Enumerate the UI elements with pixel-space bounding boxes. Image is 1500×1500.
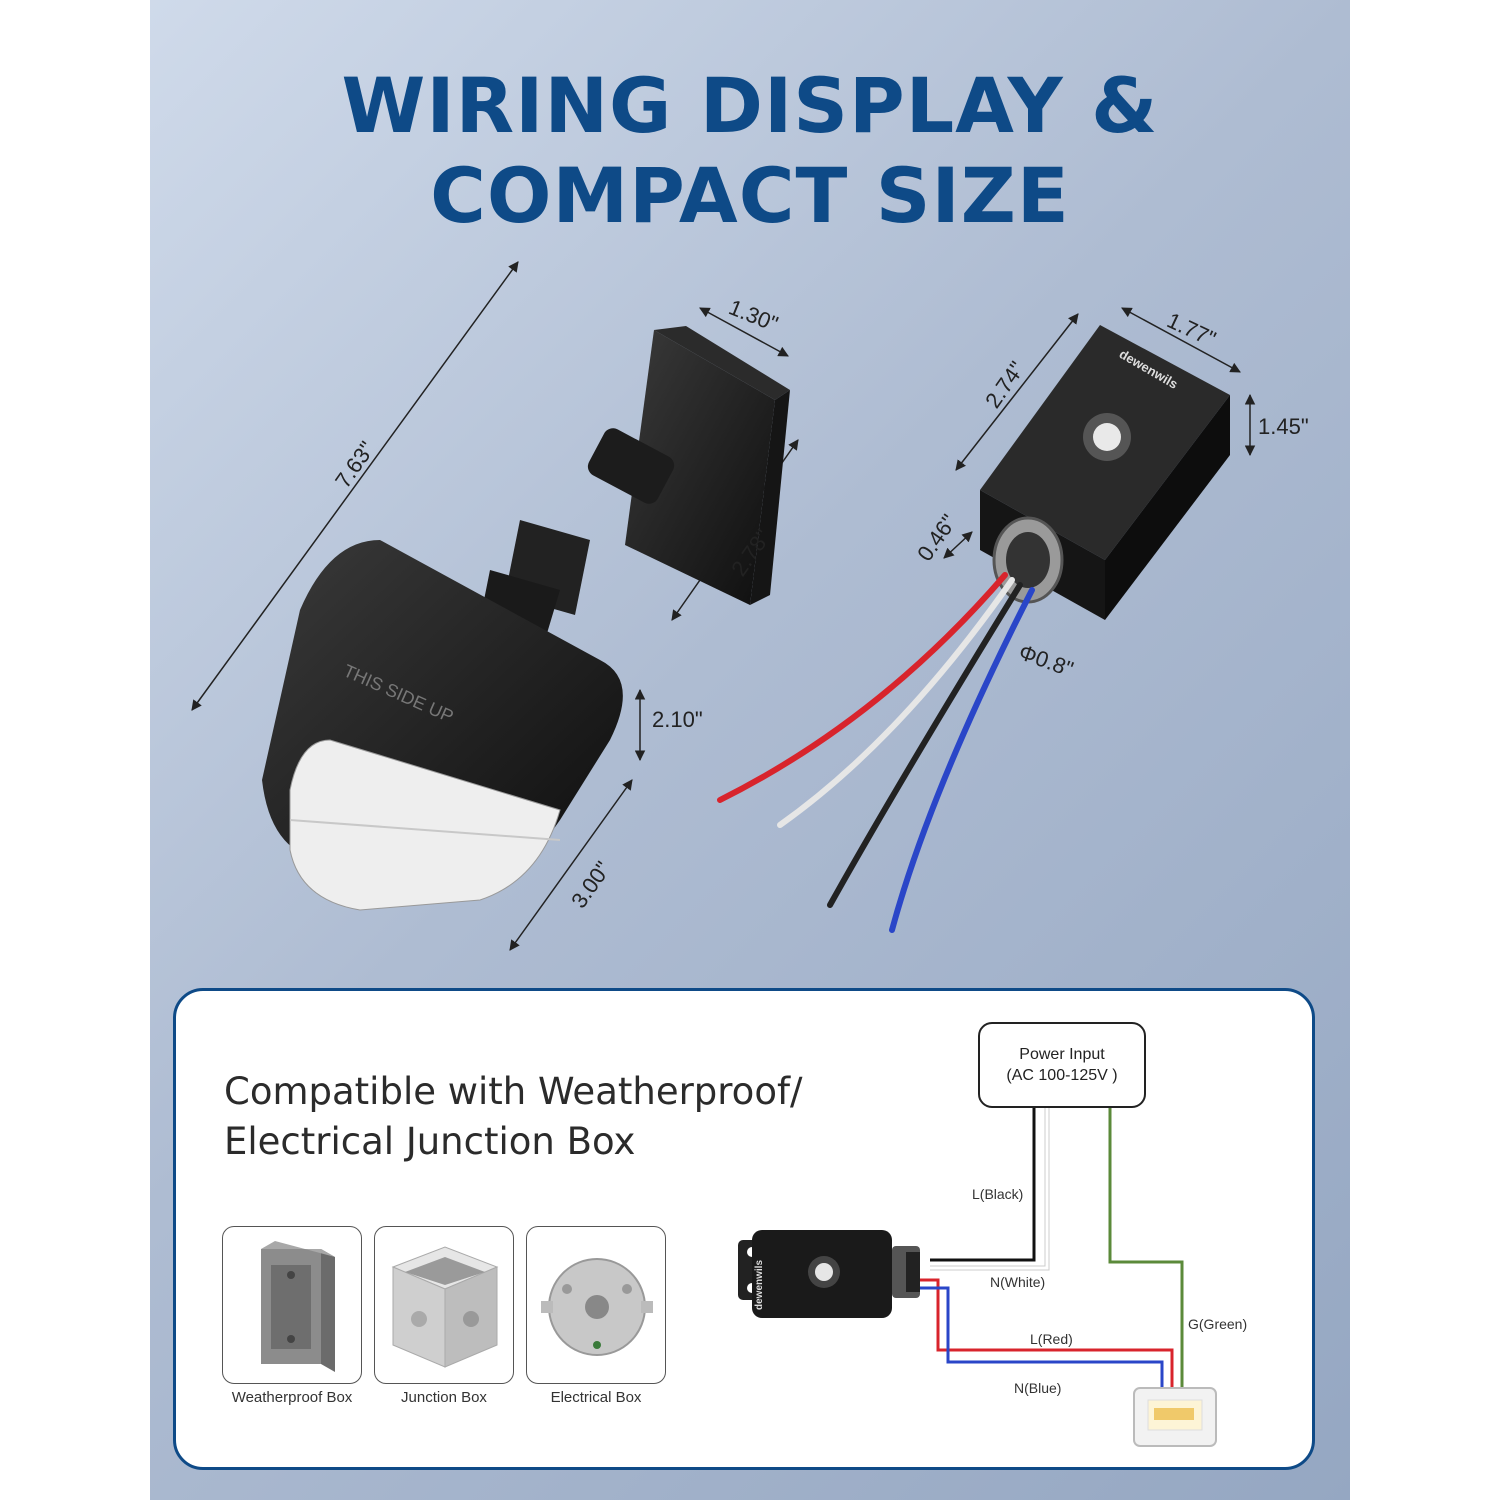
module-brand: dewenwils — [754, 1259, 765, 1310]
wire-label-red: L(Red) — [1030, 1331, 1073, 1347]
electrical-box-card — [526, 1226, 666, 1384]
wire-label-green: G(Green) — [1188, 1316, 1248, 1332]
wire-green — [1108, 1108, 1184, 1390]
dim-line-box-width — [1121, 307, 1241, 373]
electrical-box-icon — [541, 1258, 653, 1356]
weatherproof-box-icon — [261, 1241, 335, 1372]
wire-red — [920, 1278, 1174, 1390]
wire-blue — [920, 1286, 1164, 1390]
weatherproof-box-caption: Weatherproof Box — [231, 1389, 353, 1406]
power-input-voltage: (AC 100-125V ) — [1006, 1067, 1118, 1084]
dim-label-head-height: 2.10" — [652, 707, 703, 732]
wire-white — [930, 1108, 1049, 1270]
power-input-label: Power Input — [1019, 1046, 1105, 1063]
dim-label-box-height: 1.45" — [1258, 414, 1309, 439]
dim-line-sensor-width — [699, 307, 789, 357]
junction-box-icon — [391, 1246, 499, 1368]
electrical-box-caption: Electrical Box — [550, 1389, 642, 1406]
dim-line-box-length — [955, 313, 1079, 471]
dim-line-head-width — [509, 779, 633, 951]
wire-label-black: L(Black) — [972, 1186, 1024, 1202]
wire-label-blue: N(Blue) — [1014, 1380, 1062, 1396]
title-line-2: COMPACT SIZE — [430, 151, 1070, 240]
lead-wires — [717, 572, 1035, 933]
control-box: dewenwils — [980, 325, 1230, 620]
dim-line-sensor-length — [191, 261, 519, 711]
junction-box-card — [374, 1226, 514, 1384]
dim-line-connector — [943, 531, 973, 559]
weatherproof-box-card — [222, 1226, 362, 1384]
junction-box-caption: Junction Box — [401, 1389, 487, 1406]
compat-text-line-1: Compatible with Weatherproof/ — [224, 1070, 803, 1113]
title-line-1: WIRING DISPLAY & — [341, 61, 1159, 150]
flood-light — [1133, 1387, 1217, 1447]
compat-text-line-2: Electrical Junction Box — [224, 1120, 636, 1163]
wire-label-white: N(White) — [990, 1274, 1046, 1290]
motion-sensor: THIS SIDE UP — [262, 326, 790, 911]
sensor-module — [738, 1230, 920, 1318]
power-input-box: Power Input (AC 100-125V ) — [978, 1022, 1146, 1108]
wire-black — [930, 1108, 1036, 1262]
